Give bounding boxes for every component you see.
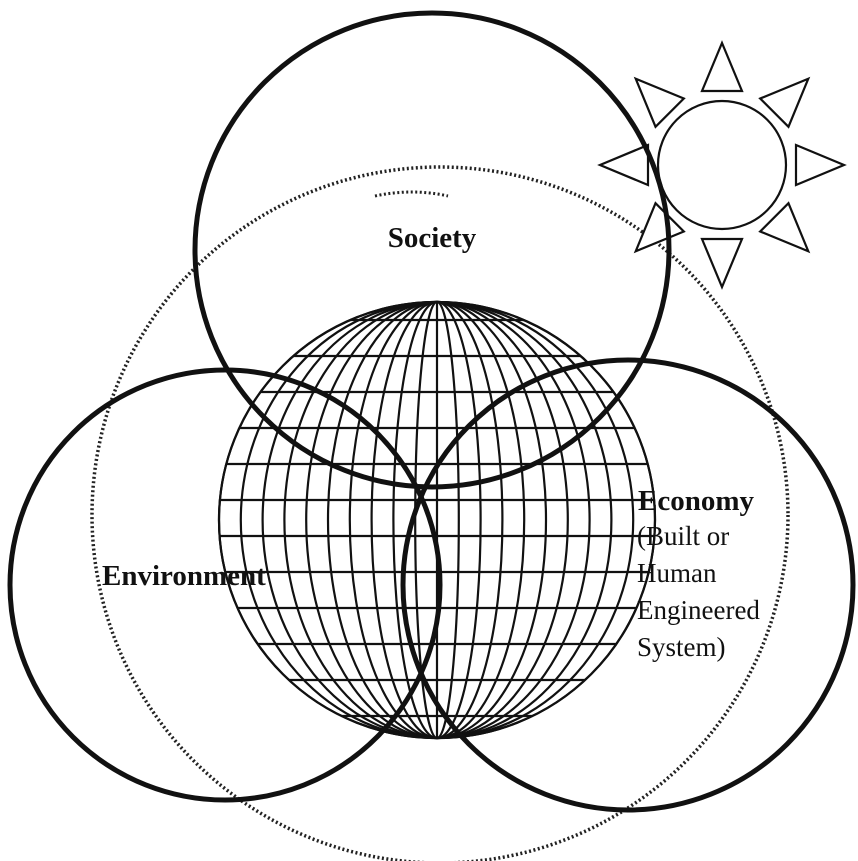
- society-inner-dotted-arc: [374, 190, 449, 198]
- sun-icon: [597, 40, 847, 290]
- globe-icon: [217, 300, 657, 740]
- economy-detail-line-1: (Built or: [637, 521, 729, 551]
- economy-circle: [400, 357, 856, 813]
- sun-ray: [700, 40, 744, 93]
- economy-detail-line-2: Human: [637, 558, 717, 588]
- outer-dotted-boundary: [90, 165, 790, 861]
- society-label: Society: [388, 222, 477, 254]
- globe-meridian: [217, 300, 657, 740]
- environment-label: Environment: [102, 560, 266, 592]
- economy-detail-line-3: Engineered: [637, 595, 760, 625]
- sun-ray: [700, 237, 744, 290]
- sun-ray: [597, 143, 650, 187]
- society-circle: [192, 10, 672, 490]
- sun-ray: [633, 201, 686, 254]
- sun-ray: [633, 76, 686, 129]
- economy-label: Economy: [638, 485, 755, 517]
- economy-detail-line-4: System): [637, 632, 726, 662]
- sun-ray: [758, 201, 811, 254]
- sun-ray: [758, 76, 811, 129]
- sun-ray: [794, 143, 847, 187]
